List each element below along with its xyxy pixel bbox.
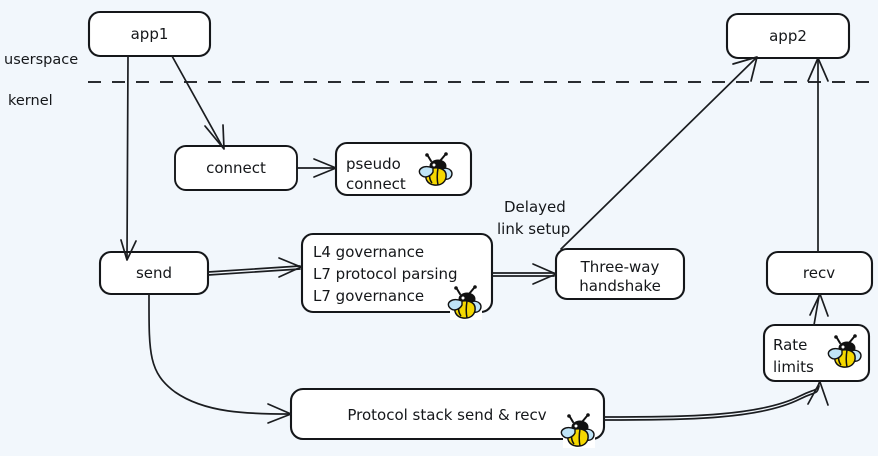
band-label-userspace: userspace <box>4 52 78 68</box>
edge-send-to-governance <box>207 257 302 278</box>
node-rate-limits-label-line1: Rate <box>773 336 807 354</box>
node-recv-label: recv <box>803 264 835 282</box>
node-app1-label: app1 <box>131 25 169 43</box>
node-pseudo-connect-label-line2: connect <box>346 175 406 193</box>
node-governance-label-line2: L7 protocol parsing <box>313 265 458 283</box>
node-pseudo-connect-label-line1: pseudo <box>346 155 401 173</box>
node-connect[interactable]: connect <box>174 145 298 191</box>
edge-recv-to-app2 <box>807 57 829 253</box>
edge-connect-to-pseudo-connect <box>296 158 337 178</box>
node-governance-label-line3: L7 governance <box>313 287 424 305</box>
edge-label-delayed-link-setup-line2: link setup <box>497 220 570 238</box>
node-protocol-stack-label: Protocol stack send & recv <box>347 406 546 424</box>
ebpf-bee-icon <box>418 151 454 188</box>
edge-send-to-protocol-stack <box>148 293 292 424</box>
node-app2[interactable]: app2 <box>725 12 851 60</box>
node-app1[interactable]: app1 <box>87 10 212 58</box>
node-connect-label: connect <box>206 159 266 177</box>
node-three-way-handshake[interactable]: Three-way handshake <box>554 247 686 301</box>
node-recv[interactable]: recv <box>765 250 874 296</box>
ebpf-bee-icon <box>827 333 863 370</box>
edge-label-delayed-link-setup: Delayed link setup <box>497 198 570 238</box>
edge-protocol-stack-to-rate-limits <box>603 381 829 421</box>
node-send[interactable]: send <box>98 250 210 296</box>
node-app2-label: app2 <box>769 27 807 45</box>
node-three-way-handshake-label-line2: handshake <box>579 277 661 295</box>
node-governance-label-line1: L4 governance <box>313 243 424 261</box>
edge-governance-to-three-way-handshake <box>492 263 557 285</box>
node-pseudo-connect[interactable]: pseudo connect <box>334 141 473 197</box>
node-governance[interactable]: L4 governance L7 protocol parsing L7 gov… <box>300 232 494 321</box>
edge-app1-to-send <box>120 55 137 261</box>
node-three-way-handshake-label-line1: Three-way <box>580 258 660 276</box>
band-label-kernel: kernel <box>8 93 53 109</box>
edge-label-delayed-link-setup-line1: Delayed <box>504 198 566 216</box>
ebpf-bee-icon <box>447 284 483 321</box>
edge-app1-to-connect <box>171 55 225 150</box>
node-rate-limits[interactable]: Rate limits <box>762 323 871 383</box>
node-protocol-stack[interactable]: Protocol stack send & recv <box>289 387 606 449</box>
ebpf-bee-icon <box>560 412 596 449</box>
edge-rate-limits-to-recv <box>809 293 829 326</box>
edge-three-way-handshake-to-app2 <box>560 56 758 250</box>
node-rate-limits-label-line2: limits <box>773 358 814 376</box>
node-send-label: send <box>136 264 172 282</box>
